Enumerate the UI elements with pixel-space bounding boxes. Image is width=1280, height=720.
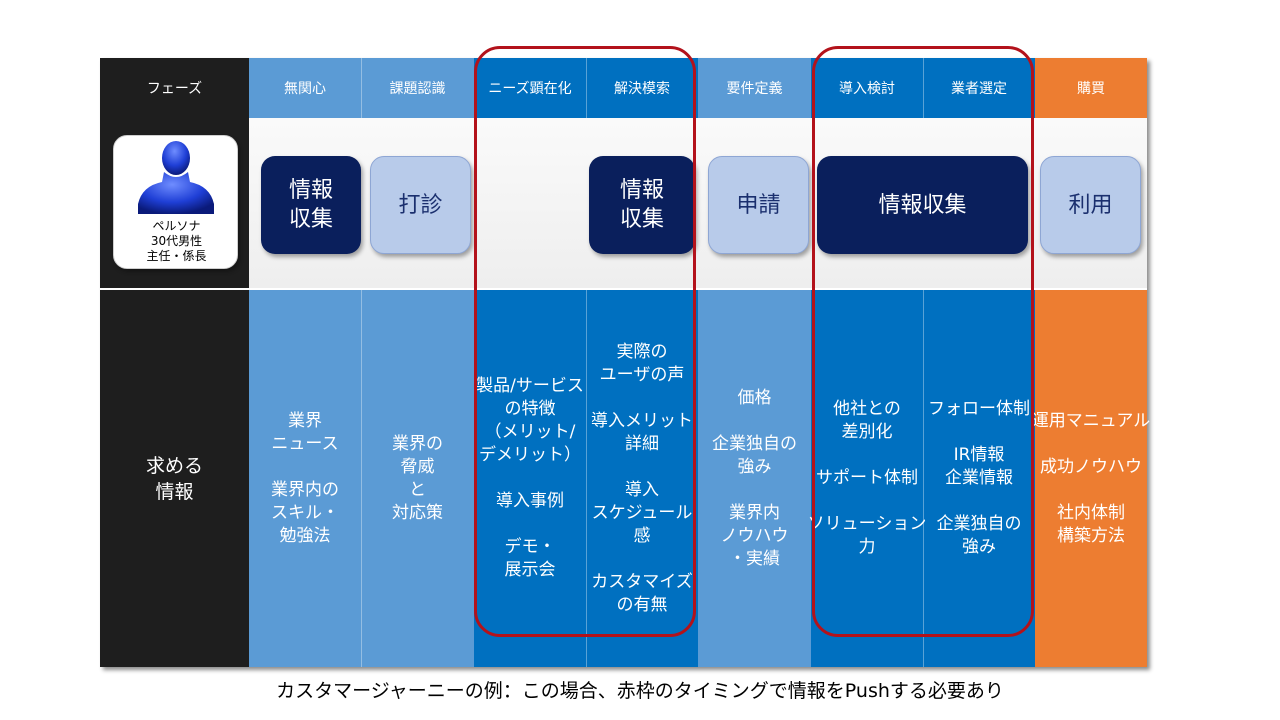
info-line: 詳細	[625, 433, 659, 454]
info-line: 導入事例	[496, 491, 564, 511]
info-line: 製品/サービス	[476, 376, 584, 396]
info-youken-teigi: 価格企業独自の強み業界内ノウハウ・実績	[698, 290, 811, 667]
info-line: フォロー体制	[928, 399, 1030, 419]
behavior-text: 打診	[398, 192, 443, 218]
header-youken-teigi: 要件定義	[726, 81, 783, 97]
info-line: ・実績	[729, 548, 780, 569]
info-line: 業界内	[729, 502, 780, 523]
info-line: ユーザの声	[599, 364, 685, 385]
person-silhouette-icon	[138, 141, 214, 214]
behavior-text: 申請	[736, 192, 781, 218]
behavior-text: 利用	[1068, 192, 1113, 218]
divider	[361, 58, 362, 667]
behavior-info-gathering-3: 情報収集	[817, 156, 1028, 254]
persona-label: ペルソナ	[152, 219, 201, 233]
header-mukanshin: 無関心	[284, 81, 326, 97]
header-kobai: 購買	[1077, 81, 1105, 97]
info-line: 導入メリット	[591, 410, 693, 431]
info-dounyu-kentou: 他社との差別化サポート体制ソリューション力	[808, 290, 927, 667]
info-line: 社内体制	[1057, 502, 1125, 523]
persona-position: 主任・係長	[146, 249, 207, 263]
info-line: サポート体制	[816, 468, 918, 488]
row-separator	[100, 288, 1147, 290]
header-kadai-ninshiki: 課題認識	[389, 81, 446, 97]
info-line: 力	[858, 537, 876, 557]
info-mukanshin: 業界ニュース業界内のスキル・勉強法	[249, 290, 361, 667]
info-line: 成功ノウハウ	[1040, 456, 1142, 477]
info-line: ノウハウ	[720, 525, 789, 546]
info-line: 実際の	[616, 341, 668, 362]
row-label-required-info: 求める 情報	[100, 290, 249, 667]
behavior-text: 情報	[288, 178, 333, 203]
caption: カスタマージャーニーの例：この場合、赤枠のタイミングで情報をPushする必要あり	[276, 680, 1004, 702]
row-label-line: 求める	[145, 454, 203, 477]
info-line: ニュース	[271, 433, 339, 454]
info-line: カスタマイズ	[591, 571, 693, 592]
info-line: IR情報	[953, 445, 1005, 465]
info-line: スケジュール	[591, 502, 693, 523]
red-highlight-frame-left	[474, 46, 696, 637]
info-line: 脅威	[400, 456, 435, 477]
info-line: 企業独自の	[712, 433, 797, 454]
info-line: 強み	[737, 456, 772, 477]
info-line: 運用マニュアル	[1031, 410, 1151, 431]
behavior-text: 情報収集	[878, 192, 967, 218]
info-gyousha-sentei: フォロー体制 IR情報企業情報企業独自の強み	[923, 290, 1035, 667]
behavior-text: 収集	[619, 207, 664, 232]
info-line: 企業独自の	[936, 514, 1022, 534]
persona-description: ペルソナ 30代男性 主任・係長	[114, 219, 239, 264]
header-phase: フェーズ	[146, 81, 203, 97]
info-line: 業界	[288, 410, 322, 431]
behavior-info-gathering-2: 情報 収集	[589, 156, 695, 254]
info-line: 強み	[962, 537, 996, 557]
divider	[586, 58, 587, 667]
persona-card: ペルソナ 30代男性 主任・係長	[113, 135, 238, 269]
row-label-line: 情報	[155, 480, 194, 503]
divider	[923, 58, 924, 667]
info-kadai-ninshiki: 業界の脅威と対応策	[361, 290, 474, 667]
info-kobai: 運用マニュアル成功ノウハウ社内体制構築方法	[1032, 290, 1151, 667]
info-line: 価格	[737, 387, 772, 408]
behavior-info-gathering-1: 情報 収集	[261, 156, 361, 254]
info-line: の特徴	[504, 399, 556, 419]
red-highlight-frame-right	[812, 46, 1034, 637]
info-line: （メリット/	[484, 422, 576, 442]
info-line: 差別化	[841, 422, 893, 442]
header-needs-kenzaika: ニーズ顕在化	[488, 81, 572, 97]
info-line: デモ・	[504, 537, 556, 557]
info-line: 勉強法	[279, 525, 331, 546]
info-line: 導入	[625, 479, 659, 500]
info-line: 感	[633, 525, 651, 546]
info-line: 企業情報	[945, 468, 1013, 488]
info-line: スキル・	[271, 502, 339, 523]
info-line: 業界内の	[271, 479, 339, 500]
header-gyousha-sentei: 業者選定	[951, 81, 1007, 97]
info-line: ソリューション	[807, 514, 927, 534]
info-line: 構築方法	[1057, 525, 1125, 546]
header-kaiketsu-mosaku: 解決模索	[614, 81, 670, 97]
behavior-application: 申請	[708, 156, 809, 254]
behavior-sounding: 打診	[370, 156, 471, 254]
info-needs-kenzaika: 製品/サービスの特徴 （メリット/デメリット） 導入事例デモ・展示会	[474, 290, 586, 667]
customer-journey-board: フェーズ 無関心 課題認識 ニーズ顕在化 解決模索 要件定義 導入検討 業者選定…	[100, 58, 1151, 667]
behavior-usage: 利用	[1040, 156, 1141, 254]
info-line: デメリット）	[479, 445, 581, 465]
persona-age-gender: 30代男性	[150, 234, 203, 248]
info-line: の有無	[616, 594, 668, 615]
info-line: 対応策	[392, 502, 443, 523]
info-line: 展示会	[504, 560, 556, 580]
behavior-text: 収集	[288, 207, 333, 232]
info-kaiketsu-mosaku: 実際のユーザの声導入メリット詳細導入スケジュール感カスタマイズの有無	[586, 290, 698, 667]
header-dounyu-kentou: 導入検討	[839, 81, 895, 97]
info-line: 他社との	[833, 399, 901, 419]
info-line: と	[409, 479, 426, 500]
behavior-text: 情報	[619, 178, 664, 203]
info-line: 業界の	[392, 433, 443, 454]
